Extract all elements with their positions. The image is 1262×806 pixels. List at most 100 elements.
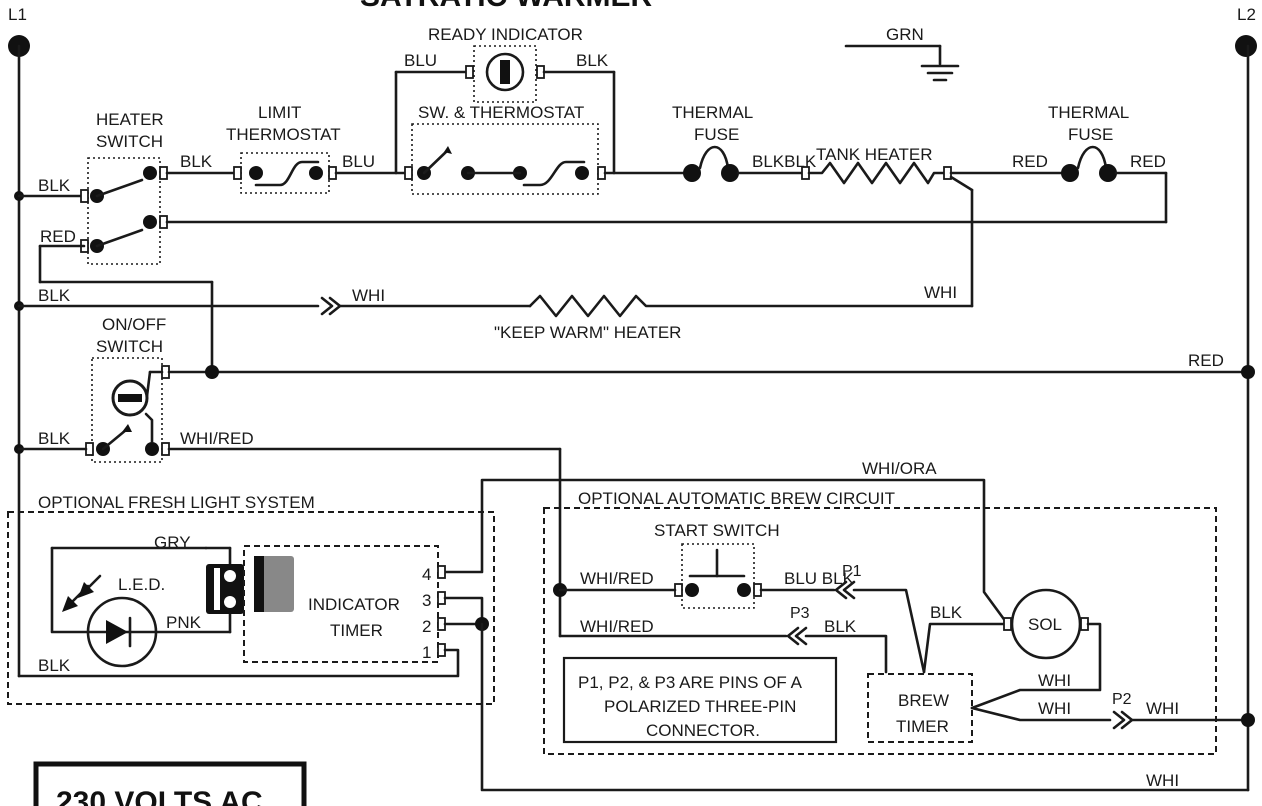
led-label: L.E.D.: [118, 575, 165, 594]
wire-whi-brew: WHI: [1038, 699, 1071, 718]
wire-whi-ora: WHI/ORA: [862, 459, 937, 478]
brew-timer-box: [867, 673, 973, 743]
thermal-fuse-right-label: THERMAL: [1048, 103, 1129, 122]
voltage-label: 230 VOLTS AC: [56, 786, 263, 806]
wire-blu-ready: BLU: [404, 51, 437, 70]
on-off-switch-label: SWITCH: [96, 337, 163, 356]
sw-thermostat-box: [411, 123, 599, 195]
solenoid: [1003, 588, 1089, 660]
wire-blk-ready: BLK: [576, 51, 609, 70]
pin-2-label: 2: [422, 617, 431, 636]
heater-switch-label: HEATER: [96, 110, 164, 129]
pin-4-label: 4: [422, 565, 431, 584]
wire: [480, 622, 1250, 792]
wire-red-heater: RED: [40, 227, 76, 246]
wire-blk-sol: BLK: [930, 603, 963, 622]
pin-3-label: 3: [422, 591, 431, 610]
wire: [970, 622, 1102, 710]
wire-blk-heater-out: BLK: [180, 152, 213, 171]
on-off-switch-label: ON/OFF: [102, 315, 166, 334]
wire-blk-p3: BLK: [824, 617, 857, 636]
limit-thermostat-label: LIMIT: [258, 103, 301, 122]
wire-pnk: PNK: [166, 613, 202, 632]
wire-whi-p2: WHI: [1146, 699, 1179, 718]
wire-blk-onoff: BLK: [38, 429, 71, 448]
diagram-title: SATRATIC WARMER: [360, 0, 653, 13]
indicator-timer-label: TIMER: [330, 621, 383, 640]
indicator-timer-plug: [254, 556, 294, 612]
thermal-fuse-right-label: FUSE: [1068, 125, 1113, 144]
sol-label: SOL: [1028, 615, 1062, 634]
wire-whi-red-onoff: WHI/RED: [180, 429, 254, 448]
wire-red-l2: RED: [1188, 351, 1224, 370]
node: [1241, 713, 1255, 727]
wire: [970, 706, 1112, 722]
wire-blk-keepwarm: BLK: [38, 286, 71, 305]
wire-blk-heater-in: BLK: [38, 176, 71, 195]
node: [1241, 365, 1255, 379]
connector-p1: [834, 580, 856, 600]
l2-terminal: [1235, 35, 1257, 57]
note-line: CONNECTOR.: [646, 721, 760, 740]
thermal-fuse-left-label: THERMAL: [672, 103, 753, 122]
ground-symbol: [844, 44, 960, 82]
wire-red-fuse-out: RED: [1130, 152, 1166, 171]
limit-thermostat-label: THERMOSTAT: [226, 125, 341, 144]
auto-brew-box: [543, 507, 1217, 755]
on-off-switch: [85, 365, 170, 456]
sw-thermostat: [404, 146, 606, 187]
brew-timer-label: TIMER: [896, 717, 949, 736]
wire-whi-sol: WHI: [1038, 671, 1071, 690]
heater-switch-label: SWITCH: [96, 132, 163, 151]
on-off-switch-box: [91, 357, 163, 463]
thermal-fuse-left: [683, 145, 739, 182]
led-circuit: [50, 546, 232, 668]
heater-switch: [80, 166, 168, 253]
wire-whi-ora-path: [444, 478, 1008, 624]
wire: [922, 622, 1006, 674]
wire-blk-led: BLK: [38, 656, 71, 675]
l1-label: L1: [8, 5, 27, 24]
indicator-timer-label: INDICATOR: [308, 595, 400, 614]
node: [205, 365, 219, 379]
p2-label: P2: [1112, 691, 1132, 708]
start-switch-label: START SWITCH: [654, 521, 780, 540]
connector-chevron: [320, 296, 342, 316]
tank-heater-label: TANK HEATER: [816, 145, 933, 164]
l2-label: L2: [1237, 5, 1256, 24]
connector-p2: [1112, 710, 1134, 730]
connector-p3: [786, 626, 808, 646]
start-switch: [674, 548, 762, 597]
wire-whi-red-start: WHI/RED: [580, 569, 654, 588]
wire-red-fuse-in: RED: [1012, 152, 1048, 171]
indicator-timer-pins: [437, 565, 446, 657]
wire-whi-tank: WHI: [924, 283, 957, 302]
thermal-fuse-right: [1061, 145, 1117, 182]
wire: [852, 588, 926, 674]
p3-label: P3: [790, 605, 810, 622]
p1-label: P1: [842, 563, 862, 580]
fresh-light-label: OPTIONAL FRESH LIGHT SYSTEM: [38, 493, 315, 512]
voltage-box: [33, 761, 307, 806]
note-box: [562, 656, 838, 744]
led-connector: [206, 564, 244, 614]
keep-warm-heater: [528, 294, 974, 318]
wire-blk-blk: BLKBLK: [752, 152, 817, 171]
pin-1-label: 1: [422, 643, 431, 662]
wire: [17, 648, 460, 678]
fresh-light-box: [7, 511, 495, 705]
auto-brew-label: OPTIONAL AUTOMATIC BREW CIRCUIT: [578, 489, 895, 508]
thermal-fuse-left-label: FUSE: [694, 125, 739, 144]
tank-heater: [801, 161, 952, 185]
wire-grn: GRN: [886, 25, 924, 44]
wire-whi-keepwarm: WHI: [352, 286, 385, 305]
brew-timer-label: BREW: [898, 691, 949, 710]
wire-whi-red-p3: WHI/RED: [580, 617, 654, 636]
wire: [804, 634, 888, 674]
wire-gry: GRY: [154, 533, 191, 552]
wire-whi-bottom: WHI: [1146, 771, 1179, 790]
ready-indicator-label: READY INDICATOR: [428, 25, 583, 44]
ready-indicator-box: [473, 45, 537, 103]
note-line: POLARIZED THREE-PIN: [604, 697, 796, 716]
